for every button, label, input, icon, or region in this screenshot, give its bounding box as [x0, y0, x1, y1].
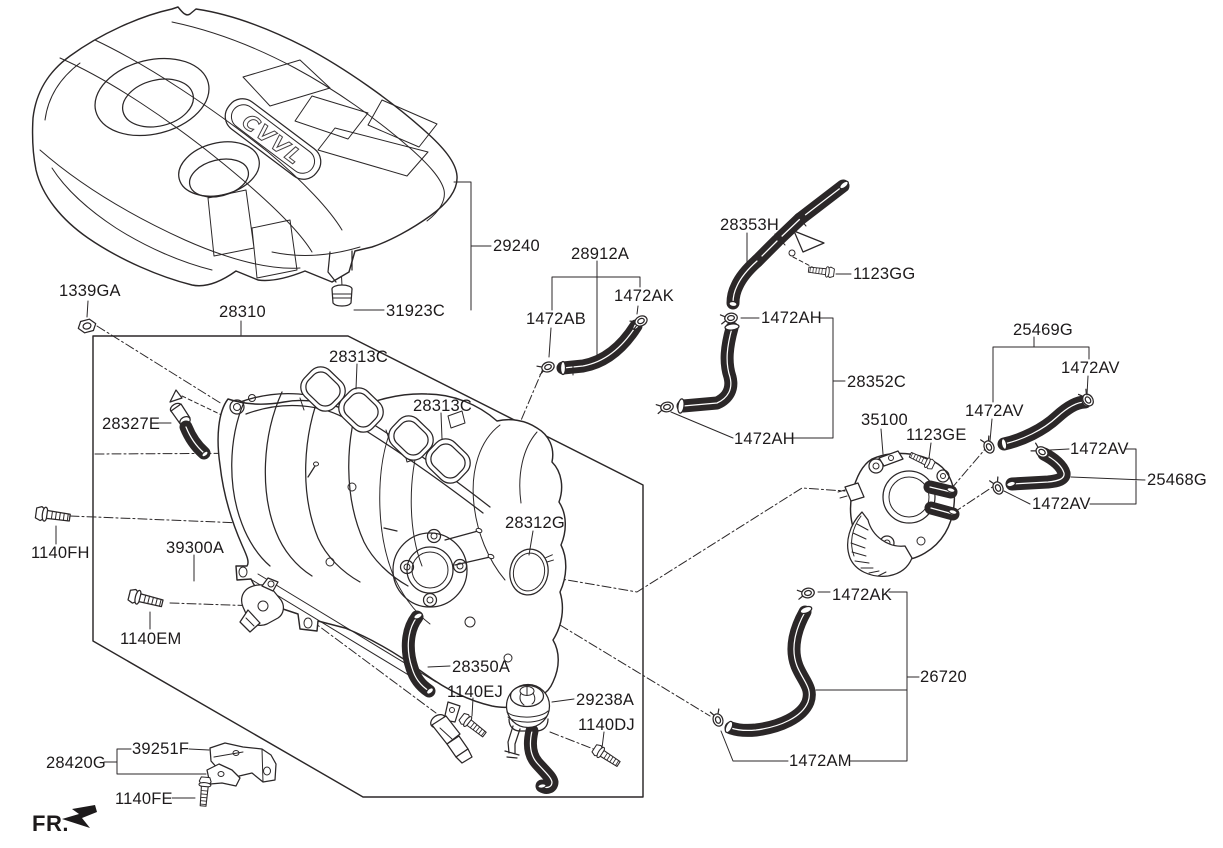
assembly-box-28310 — [92, 335, 644, 798]
part-label-35100: 35100 — [861, 411, 908, 429]
part-label-1140dj: 1140DJ — [578, 716, 635, 734]
grommet-31923c — [331, 284, 353, 307]
part-label-29240: 29240 — [493, 237, 540, 255]
clamp-1472av-1 — [979, 435, 997, 456]
part-label-39251f: 39251F — [132, 740, 190, 758]
part-label-1123ge: 1123GE — [906, 426, 967, 444]
part-label-25469g: 25469G — [1013, 321, 1073, 339]
hose-25469g — [997, 395, 1092, 451]
part-label-1472ah-2: 1472AH — [734, 430, 795, 448]
bolt-1140fe — [196, 776, 213, 808]
part-label-1472am: 1472AM — [789, 752, 852, 770]
purge-solenoid-valve — [430, 701, 473, 764]
part-label-26720: 26720 — [920, 668, 967, 686]
nut-1339ga — [77, 318, 97, 334]
bolt-1140dj — [590, 742, 623, 770]
clamp-1472ah-1 — [719, 311, 739, 325]
purge-valve-29238a — [504, 683, 559, 794]
pcv-valve-28327e — [169, 389, 211, 460]
clamp-1472av-4 — [988, 476, 1006, 497]
part-label-28912a: 28912A — [571, 245, 630, 263]
gasket-28312g — [509, 548, 554, 596]
bolt-1140fh — [34, 505, 72, 526]
part-label-1339ga: 1339GA — [59, 282, 121, 300]
part-label-28350a: 28350A — [452, 658, 511, 676]
clamp-1472ab — [536, 359, 557, 376]
part-label-1472av: 1472AV — [1061, 359, 1120, 377]
part-label-1472ak-2: 1472AK — [832, 586, 892, 604]
part-label-28313c: 28313C — [329, 348, 388, 366]
part-label-28353h: 28353H — [720, 216, 779, 234]
clamp-1472ak-2 — [796, 586, 816, 601]
part-label-1472ab: 1472AB — [526, 310, 586, 328]
part-label-1140em: 1140EM — [120, 630, 182, 648]
intake-manifold — [217, 387, 567, 709]
pipe-assembly-28353h — [726, 179, 850, 310]
front-direction-arrow-icon — [62, 805, 97, 828]
part-label-1140ej: 1140EJ — [447, 683, 503, 701]
bracket-28420g-lower — [206, 763, 241, 787]
part-label-25468g: 25468G — [1147, 471, 1207, 489]
part-label-1472av-4: 1472AV — [1032, 495, 1091, 513]
part-label-1472av-3: 1472AV — [1070, 440, 1129, 458]
part-label-1472ak: 1472AK — [614, 287, 674, 305]
hose-26720 — [724, 605, 816, 737]
part-label-1123gg: 1123GG — [853, 265, 916, 283]
part-label-28310: 28310 — [219, 303, 266, 321]
part-label-39300a: 39300A — [166, 539, 225, 557]
hose-28352c — [676, 321, 740, 414]
leader-lines — [55, 181, 1146, 799]
part-label-1140fh: 1140FH — [31, 544, 90, 562]
part-label-28327e: 28327E — [102, 415, 161, 433]
part-label-31923c: 31923C — [386, 302, 445, 320]
part-label-29238a: 29238A — [576, 691, 635, 709]
clamp-1472am — [709, 708, 726, 729]
part-label-28352c: 28352C — [847, 373, 906, 391]
part-label-28420g: 28420G — [46, 754, 106, 772]
part-label-1472av-2: 1472AV — [965, 402, 1024, 420]
hose-28350a — [401, 610, 436, 698]
bolt-1140em — [126, 587, 165, 611]
part-label-1472ah: 1472AH — [761, 309, 822, 327]
part-label-28313c-2: 28313C — [413, 397, 472, 415]
map-sensor-39300a — [239, 577, 285, 633]
hose-25468g — [1005, 447, 1071, 491]
front-marker-label: FR. — [32, 811, 69, 836]
bolt-1140ej — [457, 711, 489, 740]
part-label-1140fe: 1140FE — [115, 790, 173, 808]
part-label-28312g: 28312G — [505, 514, 565, 532]
engine-cover: CVVL — [31, 6, 458, 287]
throttle-body-35100 — [837, 450, 960, 577]
